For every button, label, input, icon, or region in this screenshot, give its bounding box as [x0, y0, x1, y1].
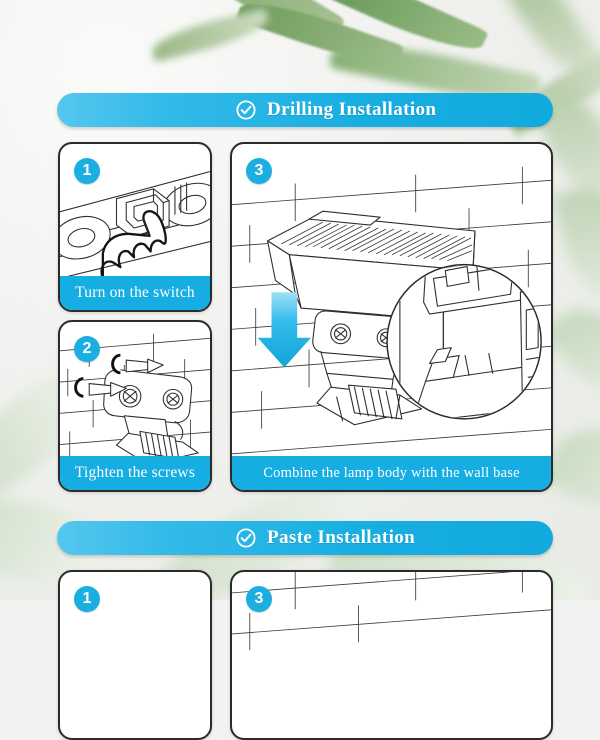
illustration-turn-on-switch: [60, 144, 210, 310]
illustration-combine-lamp-body: [232, 144, 551, 490]
banner-title: Paste Installation: [267, 527, 416, 548]
banner-paste-installation: Paste Installation: [57, 521, 553, 555]
switch-line-art: [60, 171, 210, 280]
check-circle-icon: [236, 100, 256, 120]
step-badge: 3: [246, 586, 272, 612]
lamp-body-and-base-line-art: [232, 166, 551, 455]
step-badge: 3: [246, 158, 272, 184]
panel-paste-step-3[interactable]: 3: [230, 570, 553, 740]
wall-base-screws-line-art: [60, 333, 210, 477]
check-circle-icon: [236, 528, 256, 548]
illustration-tighten-screws: [60, 322, 210, 490]
illustration-paste-step-3: [232, 572, 551, 738]
panel-drilling-step-1[interactable]: 1 Turn on the switch: [58, 142, 212, 312]
panel-caption: Turn on the switch: [60, 276, 210, 310]
panel-caption: Combine the lamp body with the wall base: [232, 456, 551, 490]
brick-wall-line-art: [232, 572, 551, 651]
panel-drilling-step-3[interactable]: 3 Combine the lamp body with the wall ba…: [230, 142, 553, 492]
panel-drilling-step-2[interactable]: 2 Tighten the screws: [58, 320, 212, 492]
down-arrow-icon: [257, 292, 312, 368]
panel-paste-step-1[interactable]: 1: [58, 570, 212, 740]
step-badge: 2: [74, 336, 100, 362]
banner-drilling-installation: Drilling Installation: [57, 93, 553, 127]
panel-caption: Tighten the screws: [60, 456, 210, 490]
banner-title: Drilling Installation: [267, 99, 437, 120]
step-badge: 1: [74, 586, 100, 612]
step-badge: 1: [74, 158, 100, 184]
